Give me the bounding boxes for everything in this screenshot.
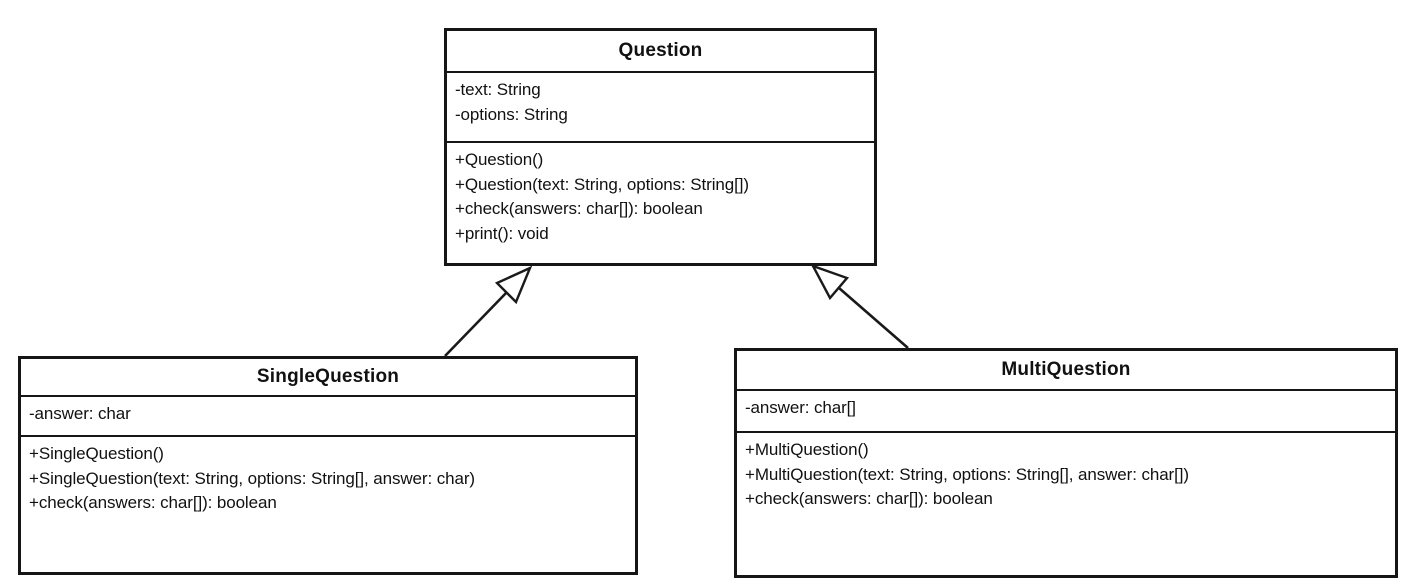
- method: +SingleQuestion(text: String, options: S…: [29, 468, 475, 488]
- hollow-triangle-arrowhead: [494, 265, 533, 305]
- method: +check(answers: char[]): boolean: [29, 493, 277, 512]
- methods-compartment: +Question() +Question(text: String, opti…: [447, 143, 874, 263]
- attributes-compartment: -text: String -options: String: [447, 73, 874, 143]
- method: +Question(): [455, 150, 544, 169]
- method: +print(): void: [455, 223, 549, 243]
- attributes-compartment: -answer: char: [21, 397, 635, 437]
- attribute: -options: String: [455, 104, 568, 124]
- class-box-question: Question -text: String -options: String …: [444, 28, 877, 266]
- generalization-arrow-multiquestion-to-question: [810, 263, 909, 349]
- method: +check(answers: char[]): boolean: [455, 199, 703, 218]
- class-name-multiquestion: MultiQuestion: [737, 351, 1395, 391]
- method: +MultiQuestion(): [745, 440, 869, 459]
- class-box-singlequestion: SingleQuestion -answer: char +SingleQues…: [18, 356, 638, 575]
- class-name-question: Question: [447, 31, 874, 73]
- attribute: -answer: char: [29, 404, 131, 423]
- attribute: -answer: char[]: [745, 398, 856, 417]
- methods-compartment: +SingleQuestion() +SingleQuestion(text: …: [21, 437, 635, 572]
- methods-compartment: +MultiQuestion() +MultiQuestion(text: St…: [737, 433, 1395, 575]
- method: +SingleQuestion(): [29, 444, 164, 463]
- generalization-arrow-singlequestion-to-question: [444, 265, 533, 357]
- method: +MultiQuestion(text: String, options: St…: [745, 464, 1189, 484]
- method: +check(answers: char[]): boolean: [745, 489, 993, 508]
- hollow-triangle-arrowhead: [810, 263, 850, 301]
- class-box-multiquestion: MultiQuestion -answer: char[] +MultiQues…: [734, 348, 1398, 578]
- attribute: -text: String: [455, 80, 541, 99]
- method: +Question(text: String, options: String[…: [455, 174, 749, 194]
- class-name-singlequestion: SingleQuestion: [21, 359, 635, 397]
- attributes-compartment: -answer: char[]: [737, 391, 1395, 433]
